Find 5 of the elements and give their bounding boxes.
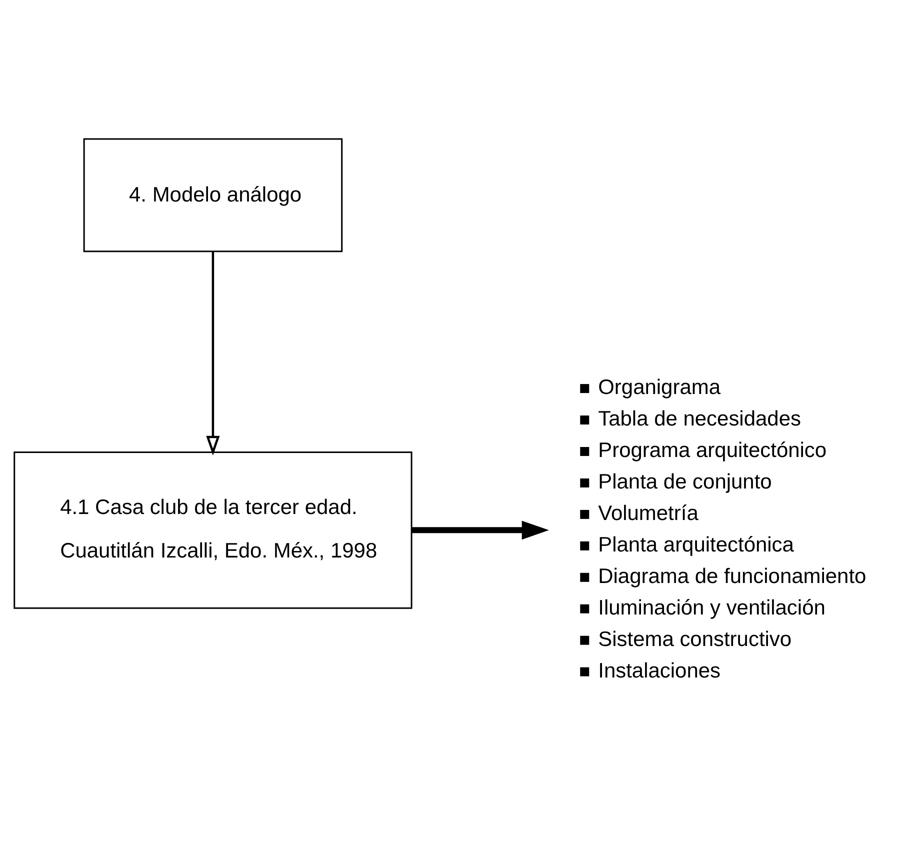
arrow bbox=[206, 252, 220, 456]
node-box: 4. Modelo análogo bbox=[83, 138, 343, 252]
arrow bbox=[412, 520, 549, 540]
node-box: 4.1 Casa club de la tercer edad. Cuautitlán Izcalli, Edo. Méx., 1998 bbox=[14, 451, 412, 609]
node-text: Organigrama Tabla de necesidades Programa arquitectónico Planta de conjunto Volumetría Planta arquitectónica Diagrama de funcionamiento Iluminación y ventilación Sistema constructivo Instalaciones bbox=[598, 376, 866, 682]
